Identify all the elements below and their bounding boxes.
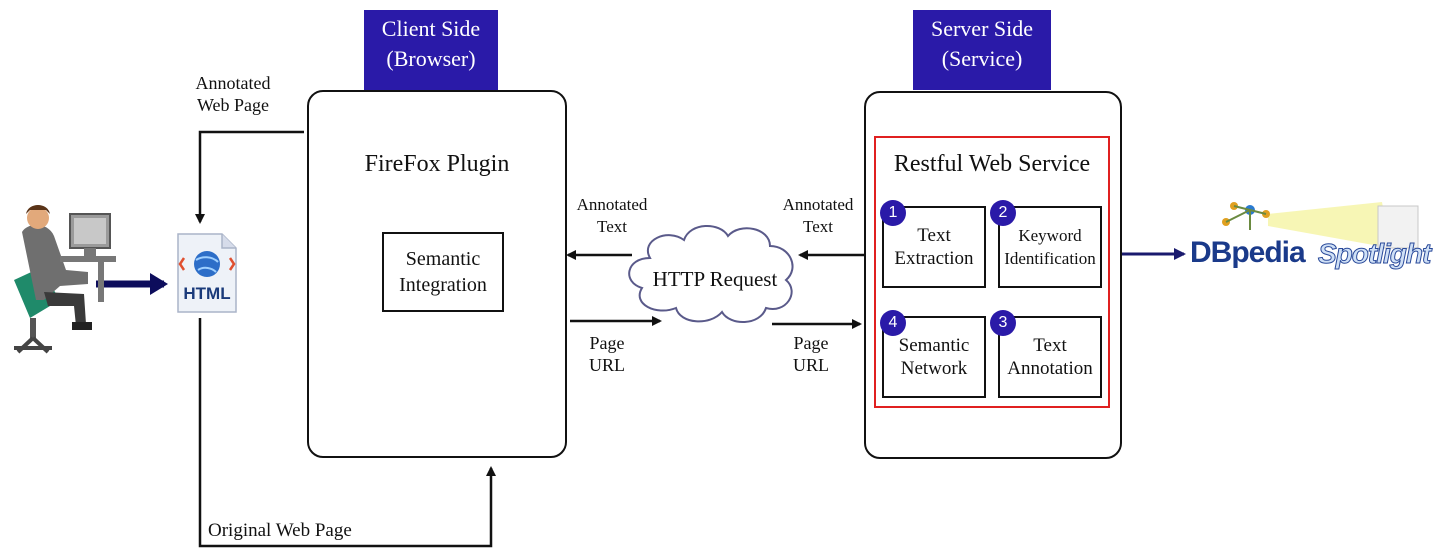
module-badge-4: 4 <box>880 310 906 336</box>
annotated-text-left-line1: Annotated <box>576 195 648 214</box>
restful-service-highlight <box>874 136 1110 408</box>
original-web-page-label: Original Web Page <box>208 520 352 541</box>
text-annotation-line2: Annotation <box>1007 358 1093 379</box>
keyword-identification-box: Keyword Identification <box>998 206 1102 288</box>
semantic-integration-box: Semantic Integration <box>382 232 504 312</box>
http-request-label: HTTP Request <box>652 267 778 291</box>
page-url-right-line2: URL <box>793 355 829 375</box>
server-side-header-line1: Server Side <box>930 16 1034 41</box>
page-url-right-label: Page URL <box>778 332 844 376</box>
dbpedia-spotlight-logo: DBpedia Spotlight <box>1190 196 1436 282</box>
annotated-text-left-line2: Text <box>597 217 627 236</box>
client-side-header-line2: (Browser) <box>386 46 476 71</box>
keyword-identification-line1: Keyword <box>1018 226 1082 245</box>
html-file-label: HTML <box>183 284 231 303</box>
semantic-integration-line1: Semantic <box>405 248 481 270</box>
client-side-header-line1: Client Side <box>381 16 481 41</box>
semantic-network-line2: Network <box>900 358 968 379</box>
module-badge-1: 1 <box>880 200 906 226</box>
page-url-right-line1: Page <box>793 333 829 353</box>
semantic-network-line1: Semantic <box>898 335 970 356</box>
user-at-computer-icon <box>14 205 116 354</box>
text-extraction-line1: Text <box>917 225 951 246</box>
server-side-header: Server Side (Service) <box>913 10 1051 90</box>
client-panel-title: FireFox Plugin <box>364 151 510 177</box>
text-extraction-line2: Extraction <box>894 248 974 269</box>
module-badge-2: 2 <box>990 200 1016 226</box>
keyword-identification-line2: Identification <box>1004 249 1096 268</box>
semantic-integration-line2: Integration <box>399 274 487 296</box>
annotated-text-right-label: Annotated Text <box>766 194 870 238</box>
annotated-web-page-line1: Annotated <box>195 73 271 93</box>
annotated-text-right-line1: Annotated <box>782 195 854 214</box>
annotated-web-page-arrow <box>195 130 304 224</box>
page-url-left-line2: URL <box>589 355 625 375</box>
page-url-left-line1: Page <box>589 333 625 353</box>
annotated-web-page-line2: Web Page <box>196 95 270 115</box>
original-web-page-arrow <box>198 318 496 548</box>
server-panel-title: Restful Web Service <box>893 151 1091 177</box>
page-url-left-label: Page URL <box>574 332 640 376</box>
dbpedia-logo-graphic <box>1222 202 1419 249</box>
spotlight-text: Spotlight <box>1317 238 1431 270</box>
html-file-shape <box>177 233 237 313</box>
text-annotation-box: Text Annotation <box>998 316 1102 398</box>
annotated-web-page-label: Annotated Web Page <box>188 72 278 116</box>
dbpedia-text: DBpedia <box>1190 236 1306 269</box>
text-annotation-line1: Text <box>1033 335 1067 356</box>
cloud-icon <box>628 224 794 324</box>
annotated-text-right-line2: Text <box>803 217 833 236</box>
module-badge-3: 3 <box>990 310 1016 336</box>
server-side-header-line2: (Service) <box>941 46 1023 71</box>
html-file-icon: HTML <box>176 232 238 314</box>
annotated-text-left-label: Annotated Text <box>560 194 664 238</box>
client-side-header: Client Side (Browser) <box>364 10 498 90</box>
